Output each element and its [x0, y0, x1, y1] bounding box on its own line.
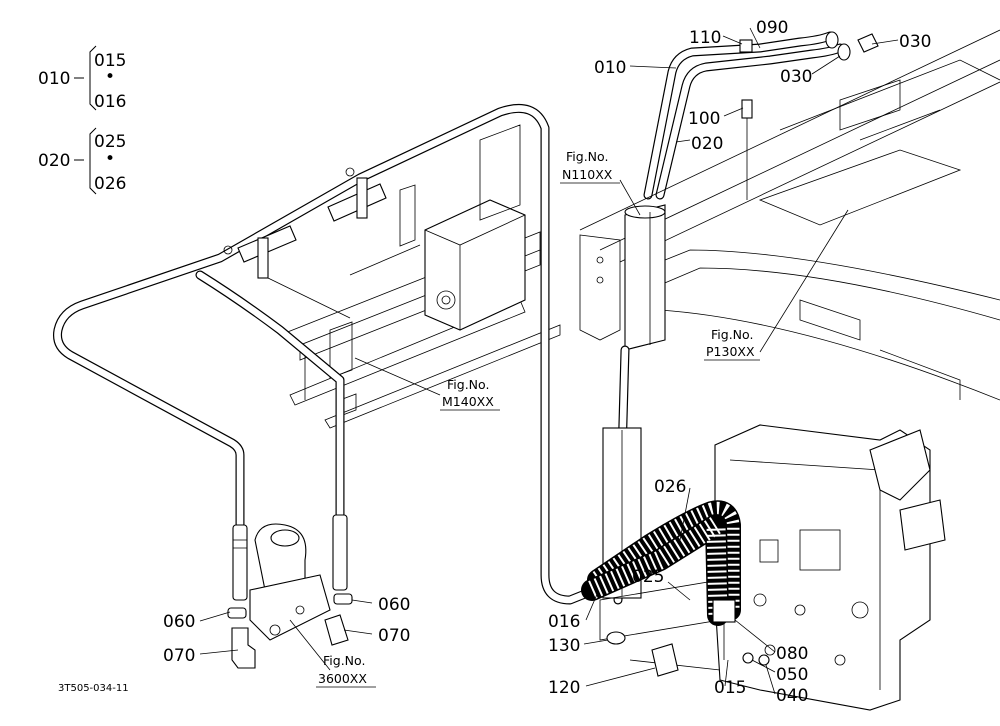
fig-ref-m140: Fig.No. M140XX — [440, 377, 500, 411]
fig-p130-line1: Fig.No. — [711, 327, 753, 342]
legend-016: 016 — [94, 92, 126, 112]
legend-group-010: 010 015 • 016 — [38, 45, 126, 112]
fig-ref-p130: Fig.No. P130XX — [704, 327, 760, 361]
plate-120 — [651, 643, 679, 677]
transmission-housing — [424, 199, 526, 331]
callout-030-bottom: 030 — [780, 67, 812, 87]
clamp-080 — [712, 599, 736, 623]
fig-n110-line2: N110XX — [562, 167, 613, 182]
callout-060-right: 060 — [378, 595, 410, 615]
small-parts — [606, 599, 770, 677]
callout-120: 120 — [548, 678, 580, 698]
callout-070-right: 070 — [378, 626, 410, 646]
legend-010-bracket — [89, 45, 97, 111]
callout-130: 130 — [548, 636, 580, 656]
hose-clamps — [223, 167, 387, 319]
leader-lines — [199, 27, 899, 695]
callout-080: 080 — [776, 644, 808, 664]
callout-030-top: 030 — [899, 32, 931, 52]
clip-030 — [857, 33, 879, 53]
upper-pipes — [643, 31, 879, 200]
callout-020: 020 — [691, 134, 723, 154]
legend-group-020: 020 025 • 026 — [38, 127, 126, 195]
mount-plate — [714, 424, 931, 711]
callout-labels: 110 090 030 030 010 100 020 026 025 016 … — [163, 18, 931, 706]
fig-n110-line1: Fig.No. — [566, 149, 608, 164]
washer-050 — [742, 652, 754, 664]
bolt-040 — [758, 654, 770, 666]
callout-010: 010 — [594, 58, 626, 78]
legend-020-dot: • — [105, 149, 115, 169]
elbow-070-left — [231, 627, 256, 669]
callout-015: 015 — [714, 678, 746, 698]
callout-040: 040 — [776, 686, 808, 706]
right-frame — [579, 29, 1000, 401]
legend-010-parent: 010 — [38, 69, 70, 89]
legend-010-dot: • — [105, 67, 115, 87]
hose-end-right — [332, 514, 348, 591]
legend-020-parent: 020 — [38, 151, 70, 171]
callout-050: 050 — [776, 665, 808, 685]
legend-025: 025 — [94, 132, 126, 152]
legend-020-bracket — [89, 127, 97, 195]
callout-070-left: 070 — [163, 646, 195, 666]
callout-060-left: 060 — [163, 612, 195, 632]
hose-end-left — [232, 524, 248, 601]
callout-026: 026 — [654, 477, 686, 497]
legend-026: 026 — [94, 174, 126, 194]
clip-060-right — [333, 593, 353, 605]
fig-m140-line2: M140XX — [442, 394, 494, 409]
center-frame — [279, 124, 561, 429]
callout-025: 025 — [632, 567, 664, 587]
corrugated-hose-026 — [581, 500, 741, 626]
fig-ref-3600: Fig.No. 3600XX — [316, 653, 376, 688]
clip-060-left — [227, 607, 247, 619]
drawing-code: 3T505-034-11 — [58, 683, 129, 694]
fig-3600-line2: 3600XX — [318, 671, 367, 686]
fig-m140-line1: Fig.No. — [447, 377, 489, 392]
grommet-130 — [606, 631, 626, 645]
callout-016: 016 — [548, 612, 580, 632]
bottom-plate — [599, 424, 946, 711]
elbow-070-right — [324, 614, 349, 646]
callout-100: 100 — [688, 109, 720, 129]
callout-090: 090 — [756, 18, 788, 38]
fig-ref-n110: Fig.No. N110XX — [560, 149, 620, 184]
fig-p130-line2: P130XX — [706, 344, 755, 359]
callout-110: 110 — [689, 28, 721, 48]
hose-016-loop — [53, 104, 605, 605]
legend-015: 015 — [94, 51, 126, 71]
fig-3600-line1: Fig.No. — [323, 653, 365, 668]
valve-assembly — [227, 514, 353, 669]
spacer-100 — [741, 99, 753, 119]
bolt-110 — [739, 39, 753, 53]
valve-body — [249, 574, 331, 641]
